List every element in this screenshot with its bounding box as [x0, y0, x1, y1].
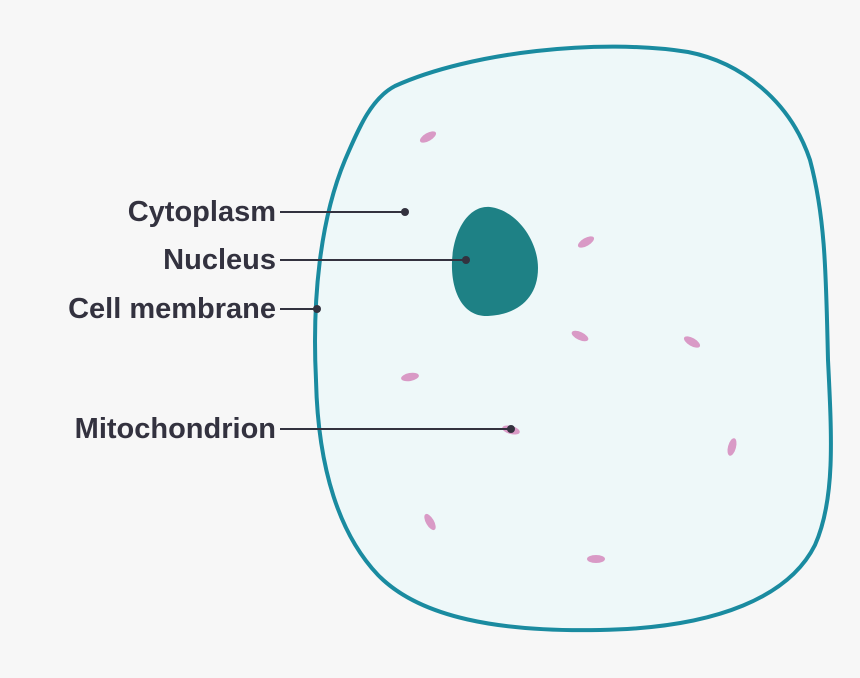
cytoplasm-leader-dot	[401, 208, 409, 216]
mitochondrion	[419, 131, 437, 143]
nucleus	[451, 206, 538, 317]
nucleus-leader-dot	[462, 256, 470, 264]
mitochondrion	[401, 372, 419, 382]
leader-lines	[280, 208, 515, 433]
mitochondrion	[577, 236, 595, 248]
mitochondrion-leader-dot	[507, 425, 515, 433]
cell-membrane-label: Cell membrane	[68, 293, 276, 325]
mitochondria	[401, 131, 737, 563]
nucleus-label: Nucleus	[163, 244, 276, 276]
mitochondrion	[587, 555, 605, 563]
mitochondrion	[683, 336, 701, 348]
mitochondrion	[424, 513, 436, 531]
cell-membrane-leader-dot	[313, 305, 321, 313]
mitochondrion	[727, 438, 737, 456]
mitochondrion-label: Mitochondrion	[74, 413, 276, 445]
cell-body	[313, 44, 833, 633]
cytoplasm-label: Cytoplasm	[127, 196, 276, 228]
mitochondrion	[571, 330, 589, 342]
